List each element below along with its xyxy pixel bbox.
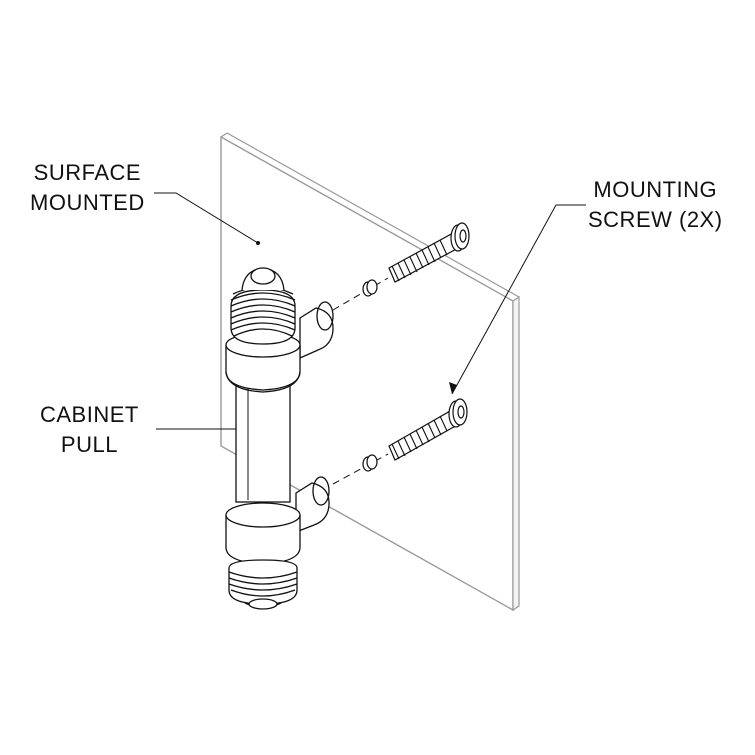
top-washer [362, 279, 378, 297]
cabinet-pull-label-line1: CABINET [40, 402, 139, 427]
mounting-panel [220, 132, 520, 612]
alignment-lines [332, 277, 389, 485]
bottom-standoff [295, 482, 330, 533]
cabinet-pull-label: CABINET PULL [40, 400, 139, 460]
mounting-screw-label-line1: MOUNTING [593, 177, 718, 202]
surface-mounted-label-line2: MOUNTED [30, 190, 145, 215]
bottom-mounting-screw [388, 398, 468, 461]
surface-mounted-label-line1: SURFACE [33, 160, 142, 185]
screw-leader-arrowhead [449, 382, 457, 394]
top-standoff [299, 307, 334, 360]
cabinet-pull [225, 267, 334, 610]
screw-leader [451, 204, 586, 395]
surface-leader-dot [256, 241, 260, 245]
cabinet-pull-label-line2: PULL [60, 432, 118, 457]
top-mounting-screw [388, 222, 470, 283]
mounting-screw-label: MOUNTING SCREW (2X) [588, 175, 723, 235]
pull-bar [235, 377, 291, 503]
surface-mounted-label: SURFACE MOUNTED [30, 158, 145, 218]
surface-leader [154, 192, 259, 244]
mounting-screw-label-line2: SCREW (2X) [588, 207, 723, 232]
bottom-washer [362, 454, 378, 472]
